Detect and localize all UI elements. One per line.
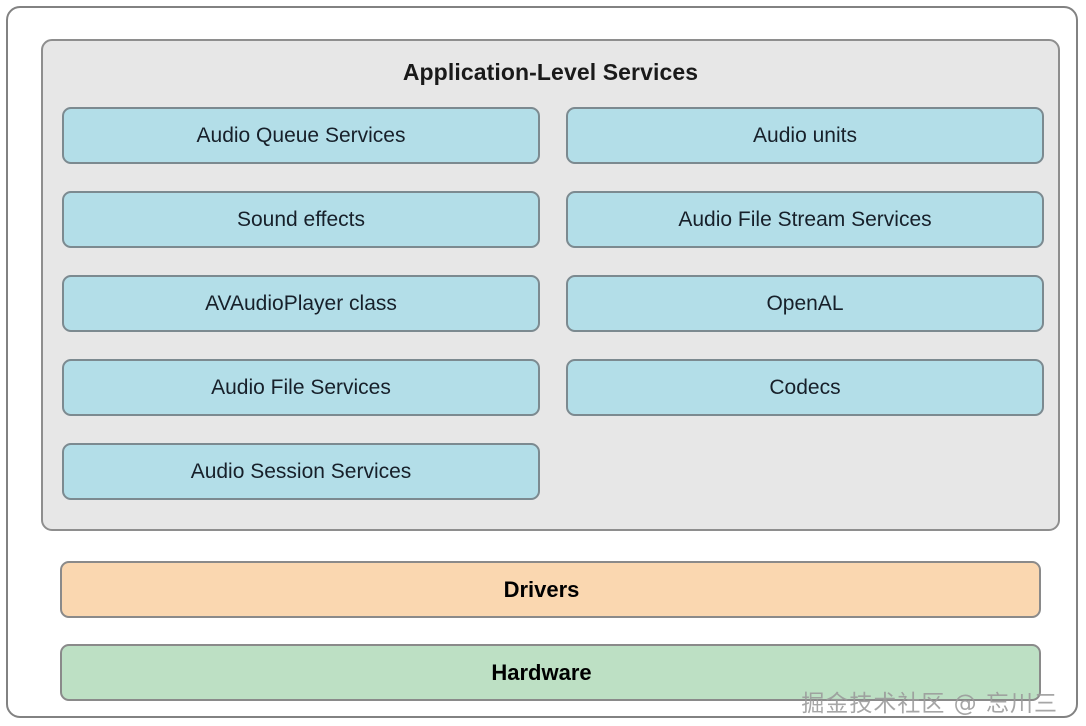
service-box-audio-session-services[interactable]: Audio Session Services (62, 443, 540, 500)
service-row: Audio File Services Codecs (62, 359, 1044, 416)
service-box-sound-effects[interactable]: Sound effects (62, 191, 540, 248)
layer-band-hardware[interactable]: Hardware (60, 644, 1041, 701)
service-grid: Audio Queue Services Audio units Sound e… (62, 107, 1044, 500)
service-row: Audio Session Services (62, 443, 1043, 500)
layer-band-hardware-label: Hardware (491, 659, 592, 685)
service-box-audio-file-stream-services[interactable]: Audio File Stream Services (566, 191, 1044, 248)
service-box-audio-file-services[interactable]: Audio File Services (62, 359, 540, 416)
service-row: AVAudioPlayer class OpenAL (62, 275, 1044, 332)
panel-title: Application-Level Services (402, 59, 699, 85)
service-box-audio-queue-services[interactable]: Audio Queue Services (62, 107, 540, 164)
service-box-avaudioplayer-class[interactable]: AVAudioPlayer class (62, 275, 540, 332)
service-box-openal[interactable]: OpenAL (566, 275, 1044, 332)
service-box-codecs[interactable]: Codecs (566, 359, 1044, 416)
service-row: Sound effects Audio File Stream Services (62, 191, 1044, 248)
outer-frame: Application-Level Services Audio Queue S… (6, 6, 1078, 718)
application-level-services-panel: Application-Level Services Audio Queue S… (41, 39, 1060, 531)
service-box-audio-units[interactable]: Audio units (566, 107, 1044, 164)
layer-band-drivers-label: Drivers (503, 576, 580, 602)
layer-band-drivers[interactable]: Drivers (60, 561, 1041, 618)
service-row: Audio Queue Services Audio units (62, 107, 1044, 164)
